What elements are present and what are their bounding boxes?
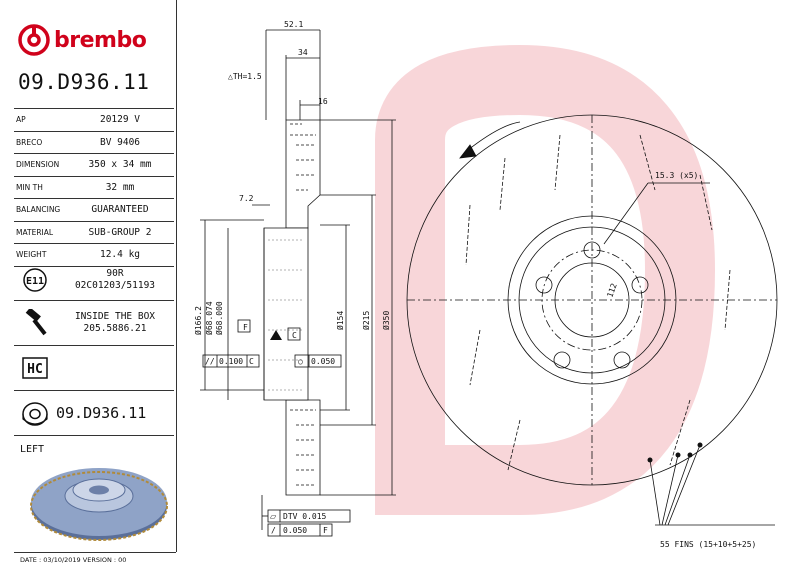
spec-row: MATERIAL SUB-GROUP 2 xyxy=(14,222,174,244)
dia-215: Ø215 xyxy=(361,311,371,330)
spec-label: DIMENSION xyxy=(16,160,60,170)
spec-row: BALANCING GUARANTEED xyxy=(14,199,174,222)
dia-350: Ø350 xyxy=(381,311,391,330)
disc-render-image xyxy=(30,468,168,541)
spec-value: 12.4 kg xyxy=(99,249,141,261)
dim-th: △TH=1.5 xyxy=(228,72,262,81)
holes-label: 15.3 (x5) xyxy=(655,171,698,180)
hc-mark-icon: HC xyxy=(14,357,56,379)
tol2-sym: ○ xyxy=(298,357,303,366)
spec-value: 350 x 34 mm xyxy=(88,159,152,171)
e11-mark-icon: E11 xyxy=(14,268,56,292)
e11-line2: 02C01203/51193 xyxy=(74,280,156,291)
tol1-ref: C xyxy=(249,357,254,366)
dia-166: Ø166.2 xyxy=(193,306,203,335)
spec-value: SUB-GROUP 2 xyxy=(88,226,152,238)
dim-52: 52.1 xyxy=(284,20,303,29)
dia-68-074: Ø68.074 xyxy=(204,301,214,335)
fins-label: 55 FINS (15+10+5+25) xyxy=(660,540,756,549)
inside-box-text: INSIDE THE BOX 205.5886.21 xyxy=(56,311,174,335)
brembo-watermark-icon xyxy=(375,44,716,515)
svg-text:HC: HC xyxy=(27,362,43,377)
footer-rule xyxy=(14,552,176,553)
e11-text: 90R 02C01203/51193 xyxy=(56,268,174,292)
panel-divider xyxy=(176,0,177,552)
dim-7-2: 7.2 xyxy=(239,194,254,203)
spec-label: BRECO xyxy=(16,137,43,147)
dim-34: 34 xyxy=(298,48,308,57)
spec-value: 20129 V xyxy=(99,114,141,126)
runout-ref: F xyxy=(323,526,328,535)
disc-code-text: 09.D936.11 xyxy=(56,404,147,422)
spec-row: AP 20129 V xyxy=(14,109,174,132)
pcd-label: 112 xyxy=(605,282,618,299)
spec-value: 32 mm xyxy=(105,181,135,193)
dia-154: Ø154 xyxy=(335,311,345,330)
spec-label: MATERIAL xyxy=(16,227,54,237)
ref-c: C xyxy=(292,331,297,340)
disc-slots xyxy=(465,134,731,471)
disc-code-row: 09.D936.11 xyxy=(14,391,174,436)
spec-table: AP 20129 V BRECO BV 9406 DIMENSION 350 x… xyxy=(14,108,174,267)
spec-row: MIN TH 32 mm xyxy=(14,177,174,199)
spec-value: BV 9406 xyxy=(99,136,141,148)
inside-box-row: INSIDE THE BOX 205.5886.21 xyxy=(14,301,174,346)
inside-box-line1: INSIDE THE BOX xyxy=(74,311,156,322)
spec-label: BALANCING xyxy=(16,205,61,215)
footer-date: DATE : 03/10/2019 VERSION : 00 xyxy=(20,556,127,564)
spec-row: DIMENSION 350 x 34 mm xyxy=(14,154,174,177)
dtv-val: DTV 0.015 xyxy=(283,512,327,521)
e11-row: E11 90R 02C01203/51193 xyxy=(14,260,174,301)
runout-val: 0.050 xyxy=(283,526,307,535)
ref-f: F xyxy=(243,323,248,332)
brembo-logo-icon xyxy=(18,24,50,56)
brand-logo: brembo xyxy=(18,22,147,58)
spec-row: WEIGHT 12.4 kg xyxy=(14,244,174,267)
inside-box-line2: 205.5886.21 xyxy=(83,323,147,334)
dtv-sym: ⏥ xyxy=(270,512,277,521)
spec-row: BRECO BV 9406 xyxy=(14,132,174,154)
spec-label: WEIGHT xyxy=(16,250,47,260)
disc-front-view xyxy=(406,114,778,486)
tol1-sym: // xyxy=(205,357,215,366)
tol1-val: 0.100 xyxy=(219,357,243,366)
brand-name: brembo xyxy=(54,27,147,53)
dim-16: 16 xyxy=(318,97,328,106)
part-number: 09.D936.11 xyxy=(18,70,150,94)
dia-68-000: Ø68.000 xyxy=(214,301,224,335)
runout-sym: / xyxy=(271,526,276,535)
svg-text:E11: E11 xyxy=(26,276,44,287)
disc-cross-section xyxy=(263,119,321,496)
screw-icon xyxy=(14,309,56,337)
hc-row: HC xyxy=(14,346,174,391)
spec-panel: brembo 09.D936.11 AP 20129 V BRECO BV 94… xyxy=(14,12,174,552)
disc-icon xyxy=(14,399,56,427)
side-label: LEFT xyxy=(20,444,45,455)
tol2-val: 0.050 xyxy=(311,357,335,366)
spec-value: GUARANTEED xyxy=(91,204,149,216)
spec-label: AP xyxy=(16,115,26,125)
e11-line1: 90R xyxy=(106,268,124,279)
spec-label: MIN TH xyxy=(16,182,43,192)
